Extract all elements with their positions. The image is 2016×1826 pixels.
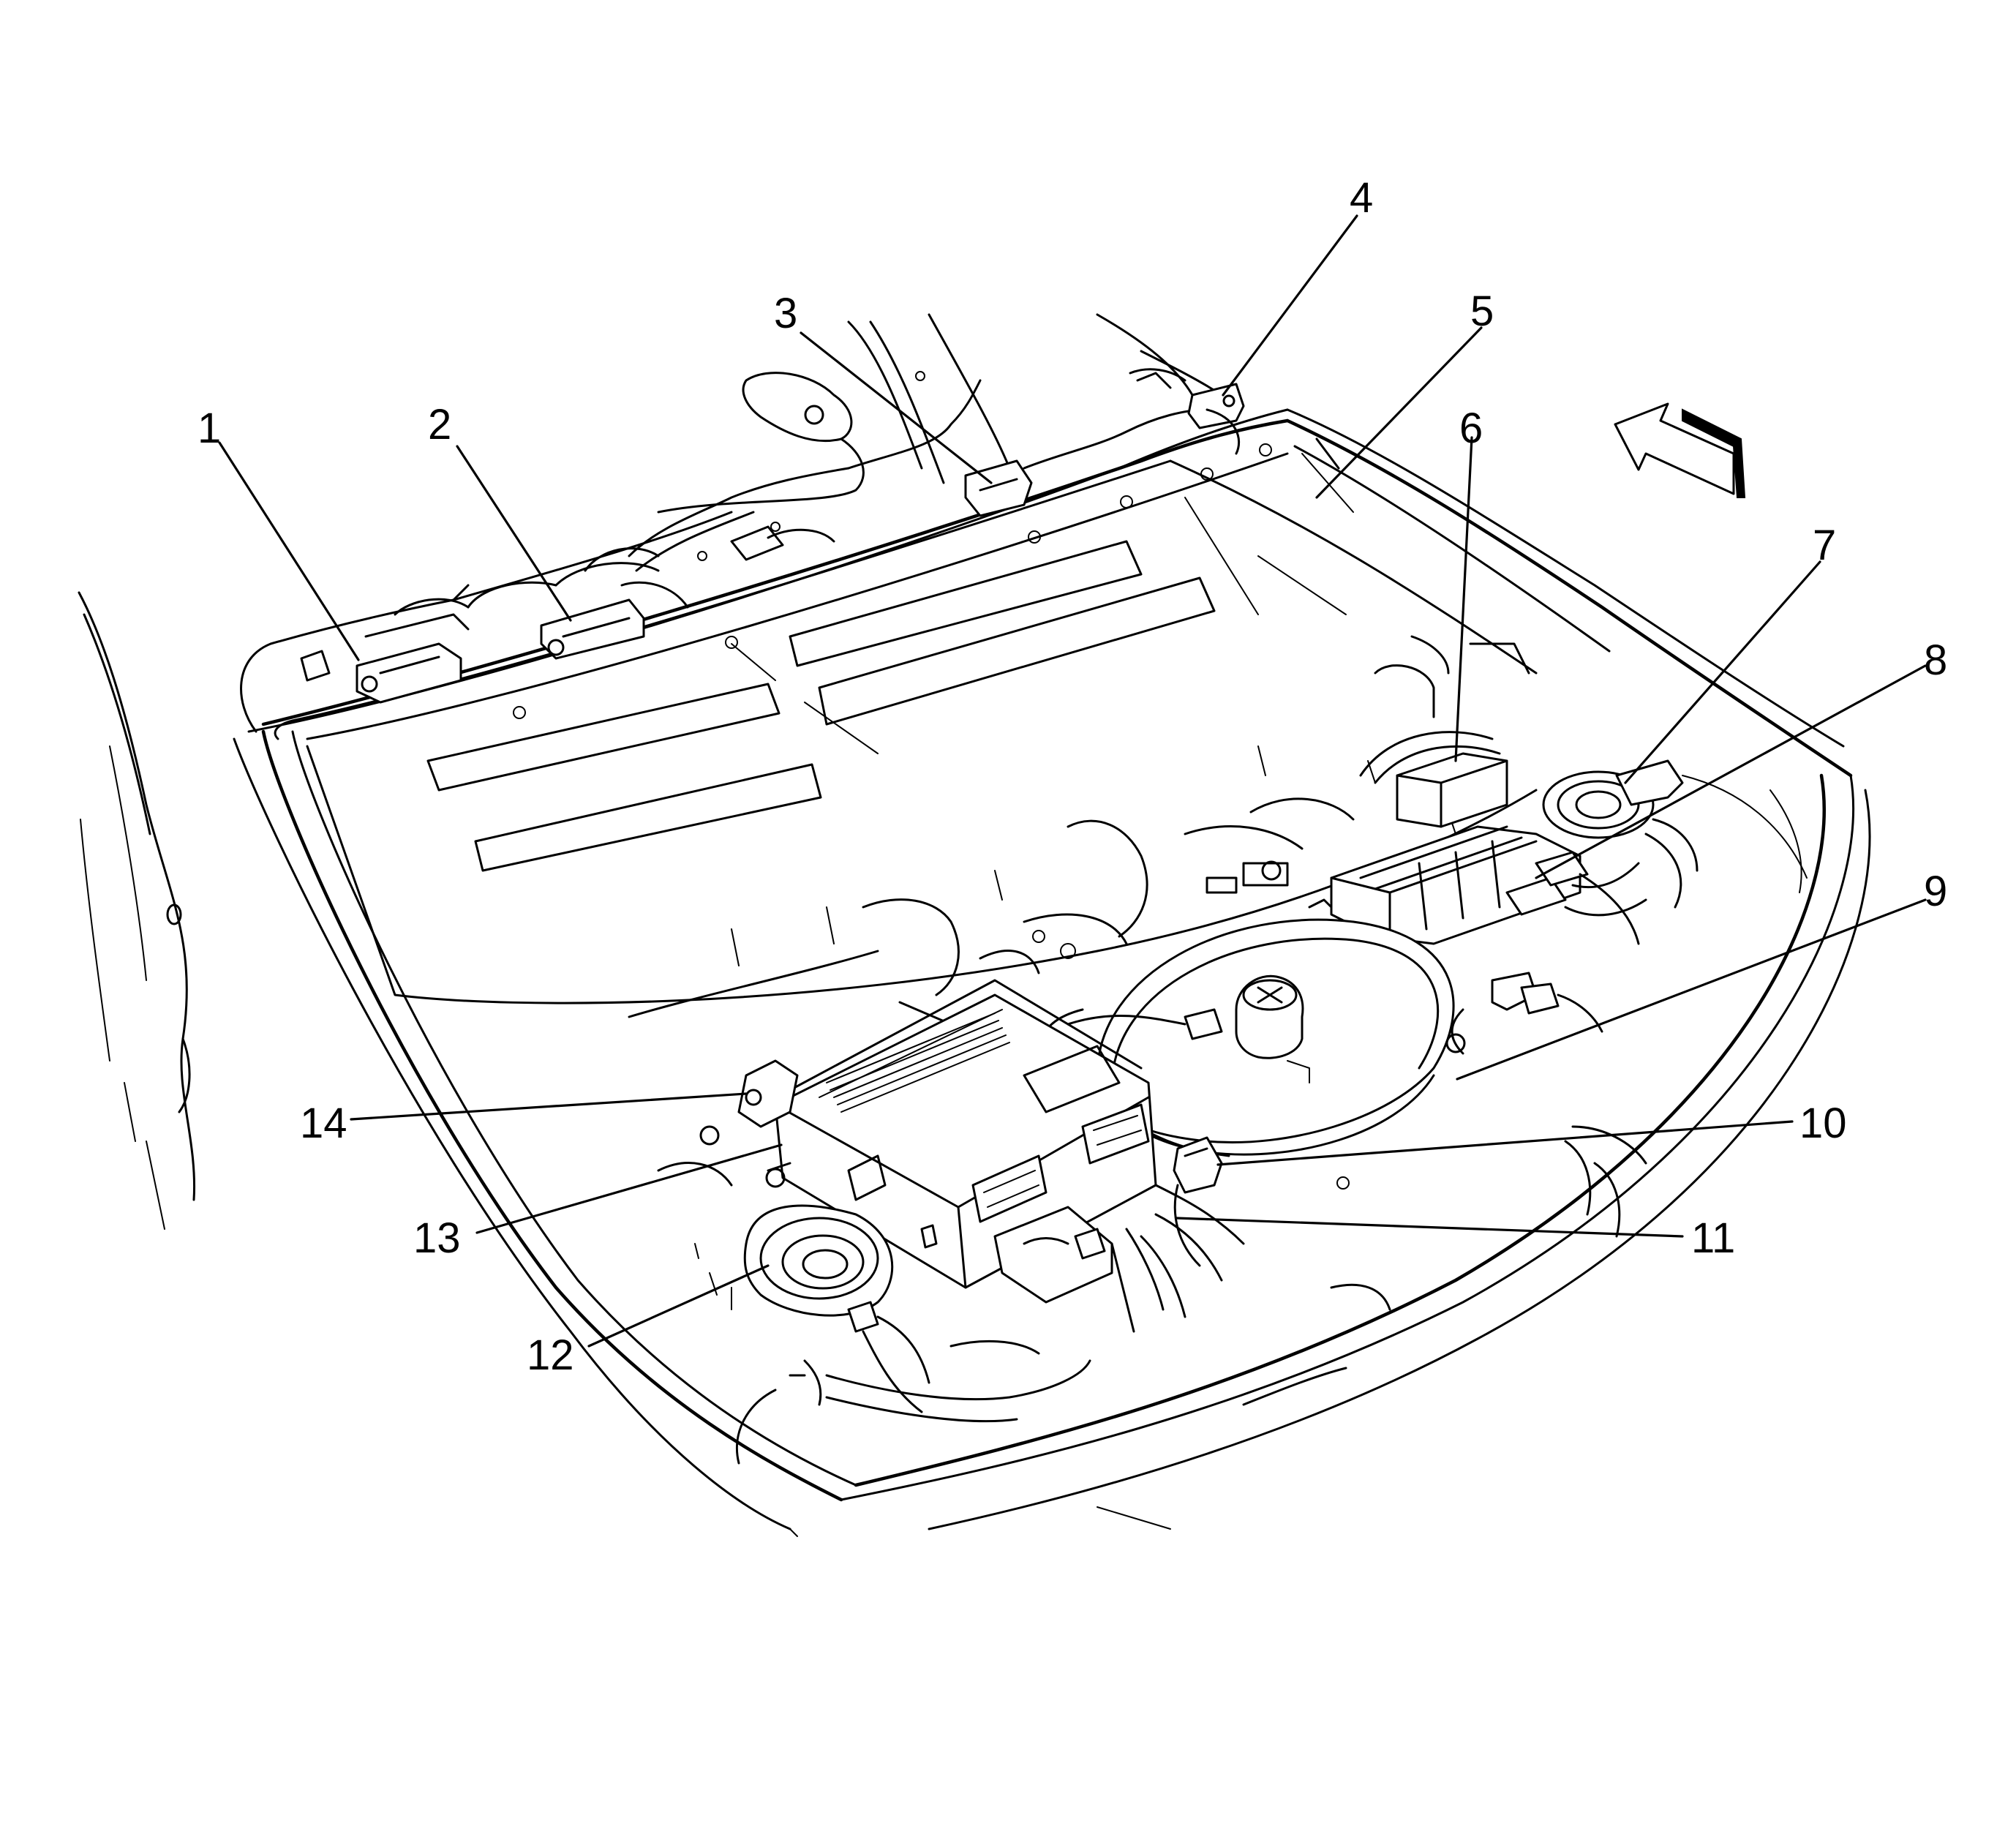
- callout-5: 5: [1470, 288, 1494, 335]
- left-body-panel: [78, 591, 196, 1230]
- leader-14: [350, 1092, 748, 1121]
- callout-9: 9: [1924, 868, 1947, 915]
- leader-6: [1454, 436, 1473, 762]
- right-speaker: [1542, 759, 1699, 909]
- radio-receiver-module: [737, 979, 1245, 1333]
- leader-7: [1624, 560, 1821, 784]
- trunk-lid-outline: [233, 729, 1871, 1537]
- callout-7: 7: [1813, 522, 1836, 569]
- callout-10: 10: [1799, 1100, 1847, 1147]
- leader-9: [1456, 898, 1927, 1081]
- callout-2: 2: [428, 401, 451, 448]
- callout-12: 12: [527, 1331, 574, 1379]
- callout-8: 8: [1924, 636, 1947, 684]
- top-harness: [628, 368, 1245, 572]
- callout-11: 11: [1691, 1214, 1735, 1262]
- leader-2: [456, 445, 572, 622]
- trunk-floor: [628, 635, 1530, 1055]
- leader-10: [1216, 1120, 1794, 1166]
- leader-1: [218, 441, 360, 661]
- subwoofer-speaker: [1037, 918, 1466, 1157]
- subwoofer-connector: [1173, 1136, 1223, 1267]
- leader-8: [1535, 664, 1927, 879]
- amplifier-module: [1330, 731, 1647, 945]
- callout-labels: 1 2 3 4 5 6 7 8 9 10 11 12 13 14: [198, 174, 1947, 1379]
- leader-13: [475, 1143, 783, 1234]
- callout-3: 3: [774, 290, 797, 337]
- leader-3: [800, 331, 993, 484]
- leader-5: [1315, 326, 1483, 499]
- callout-14: 14: [300, 1100, 347, 1147]
- leader-11: [1175, 1217, 1684, 1238]
- leader-lines: [218, 214, 1927, 1348]
- receiver-vent-grille: [826, 1012, 1010, 1113]
- callout-1: 1: [198, 405, 221, 452]
- lower-harness: [657, 1125, 1647, 1465]
- top-left-brackets: [300, 522, 835, 704]
- leader-12: [587, 1264, 770, 1348]
- rear-window-frame: [240, 313, 1853, 778]
- callout-4: 4: [1350, 174, 1373, 222]
- callout-6: 6: [1459, 405, 1483, 452]
- right-connector: [1451, 972, 1603, 1055]
- callout-13: 13: [413, 1214, 461, 1262]
- front-direction-arrow-icon: [1614, 402, 1746, 498]
- leader-4: [1222, 214, 1358, 397]
- left-speaker: [743, 1162, 930, 1413]
